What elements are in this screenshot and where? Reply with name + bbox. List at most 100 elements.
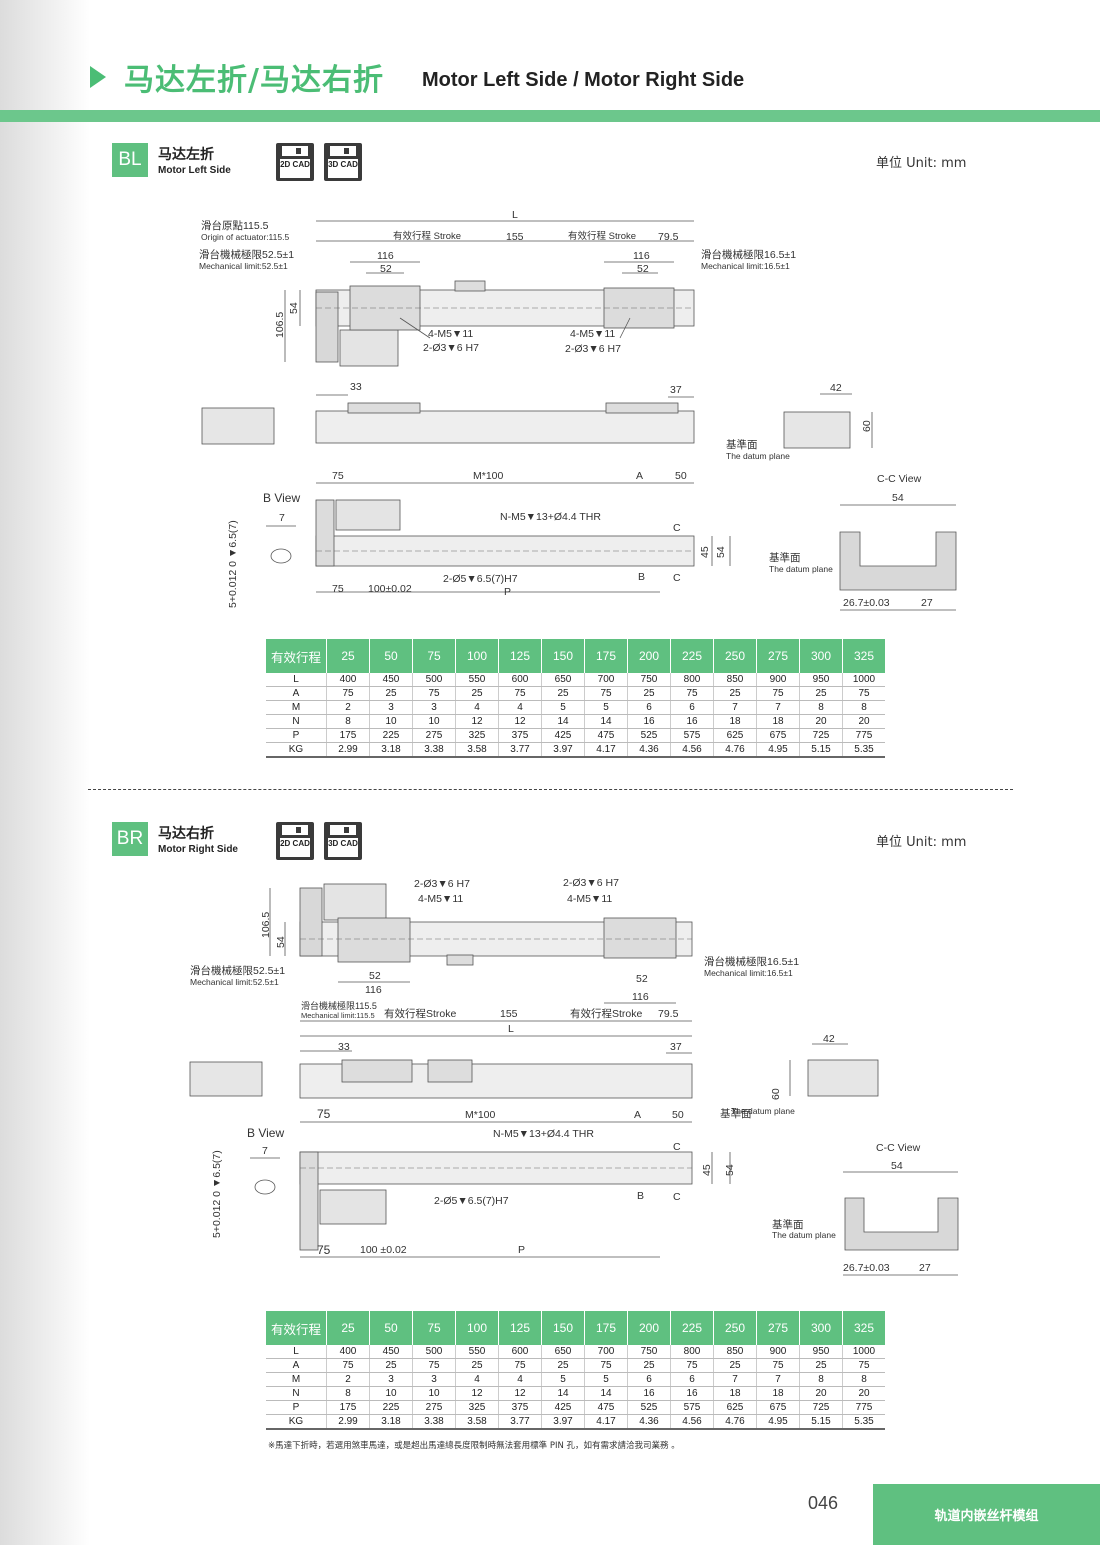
dim-106-5: 106.5: [274, 312, 286, 338]
dim-116-right: 116: [632, 991, 649, 1003]
table-cell: 500: [412, 1345, 456, 1359]
table-cell: 950: [799, 1345, 843, 1359]
table-cell: 5.15: [799, 1414, 843, 1430]
table-cell: 25: [541, 686, 585, 701]
table-cell: 25: [799, 686, 843, 701]
cad-3d-download-icon[interactable]: 3D CAD: [324, 822, 362, 860]
table-row-label: A: [266, 1358, 327, 1373]
cad-2d-download-icon[interactable]: 2D CAD: [276, 143, 314, 181]
table-cell: 25: [713, 686, 757, 701]
dim-m100: M*100: [465, 1109, 496, 1121]
dim-54-side: 54: [715, 546, 727, 558]
section-title-cn: 马达左折: [158, 147, 214, 163]
dim-116-left: 116: [377, 250, 394, 262]
table-cell: 25: [541, 1358, 585, 1373]
cad-2d-download-icon[interactable]: 2D CAD: [276, 822, 314, 860]
section-bl-heading: BL 马达左折 Motor Left Side: [112, 143, 231, 177]
table-cell: 14: [584, 1386, 628, 1401]
table-cell: 12: [455, 1386, 499, 1401]
table-row-label: P: [266, 1400, 327, 1415]
callout-pin-left: 2-Ø3▼6 H7: [414, 878, 470, 890]
dim-75-bottom: 75: [317, 1243, 331, 1257]
table-cell: 3: [412, 1372, 456, 1387]
table-header-cell: 100: [455, 639, 499, 673]
table-header-cell: 有效行程: [266, 639, 327, 673]
table-cell: 3.77: [498, 1414, 542, 1430]
table-header-cell: 200: [627, 1311, 671, 1345]
table-cell: 1000: [842, 673, 885, 687]
table-cell: 10: [412, 714, 456, 729]
table-cell: 450: [369, 1345, 413, 1359]
table-cell: 5.35: [842, 1414, 885, 1430]
dim-155: 155: [506, 231, 524, 243]
table-cell: 3.18: [369, 742, 413, 758]
table-cell: 3.58: [455, 742, 499, 758]
table-header-cell: 250: [713, 1311, 757, 1345]
table-cell: 8: [842, 1372, 885, 1387]
table-cell: 500: [412, 673, 456, 687]
dim-L: L: [512, 209, 518, 221]
table-cell: 10: [369, 1386, 413, 1401]
dim-60: 60: [770, 1088, 782, 1100]
table-cell: 325: [455, 728, 499, 743]
footnote: ※馬達下折時，若選用煞車馬達，或是超出馬達總長度限制時無法套用標準 PIN 孔，…: [268, 1441, 680, 1451]
table-cell: 750: [627, 1345, 671, 1359]
mech-limit-right-en: Mechanical limit:16.5±1: [704, 968, 793, 978]
table-cell: 75: [498, 686, 542, 701]
table-header-cell: 25: [326, 639, 370, 673]
dim-P: P: [518, 1244, 525, 1256]
table-cell: 475: [584, 728, 628, 743]
dim-45: 45: [699, 546, 711, 558]
dim-stroke-2: 有效行程 Stroke: [568, 230, 636, 242]
mech-limit-left-cn: 滑台機械極限52.5±1: [199, 248, 294, 261]
dim-52-right: 52: [637, 263, 649, 275]
table-cell: 2.99: [326, 1414, 370, 1430]
bl-technical-drawing: 滑台原點115.5 Origin of actuator:115.5 L 有效行…: [199, 209, 957, 611]
table-cell: 75: [756, 686, 800, 701]
table-cell: 425: [541, 1400, 585, 1415]
table-cell: 625: [713, 1400, 757, 1415]
table-cell: 3: [369, 1372, 413, 1387]
page-title-cn: 马达左折/马达右折: [124, 63, 384, 98]
table-cell: 20: [842, 1386, 885, 1401]
table-row-label: L: [266, 1345, 327, 1359]
dim-33: 33: [338, 1041, 350, 1053]
table-header-cell: 50: [369, 639, 413, 673]
dim-37: 37: [670, 384, 682, 396]
datum2-label-en: The datum plane: [772, 1230, 836, 1240]
dim-60: 60: [861, 420, 873, 432]
table-cell: 4.56: [670, 742, 714, 758]
section-badge: BL: [112, 143, 148, 177]
table-cell: 700: [584, 673, 628, 687]
table-cell: 650: [541, 673, 585, 687]
section-mark-c-top: C: [673, 1141, 681, 1153]
table-cell: 12: [498, 1386, 542, 1401]
table-header-cell: 325: [842, 639, 885, 673]
dim-27: 27: [921, 597, 933, 609]
table-cell: 8: [799, 700, 843, 715]
cad-3d-download-icon[interactable]: 3D CAD: [324, 143, 362, 181]
table-cell: 5: [584, 700, 628, 715]
table-cell: 25: [627, 686, 671, 701]
dim-54-side: 54: [724, 1164, 736, 1176]
table-cell: 450: [369, 673, 413, 687]
table-cell: 900: [756, 673, 800, 687]
dim-26-7: 26.7±0.03: [843, 597, 890, 609]
dim-54-cc: 54: [892, 492, 904, 504]
table-cell: 600: [498, 673, 542, 687]
mech-limit-right-cn: 滑台機械極限16.5±1: [701, 248, 796, 261]
callout-pin-right: 2-Ø3▼6 H7: [563, 877, 619, 889]
datum-label-cn: 基準面: [726, 438, 758, 451]
cad-3d-label: 3D CAD: [328, 838, 358, 857]
table-header-cell: 125: [498, 639, 542, 673]
table-row-label: N: [266, 1386, 327, 1401]
table-cell: 5.15: [799, 742, 843, 758]
table-cell: 18: [713, 714, 757, 729]
table-cell: 75: [498, 1358, 542, 1373]
